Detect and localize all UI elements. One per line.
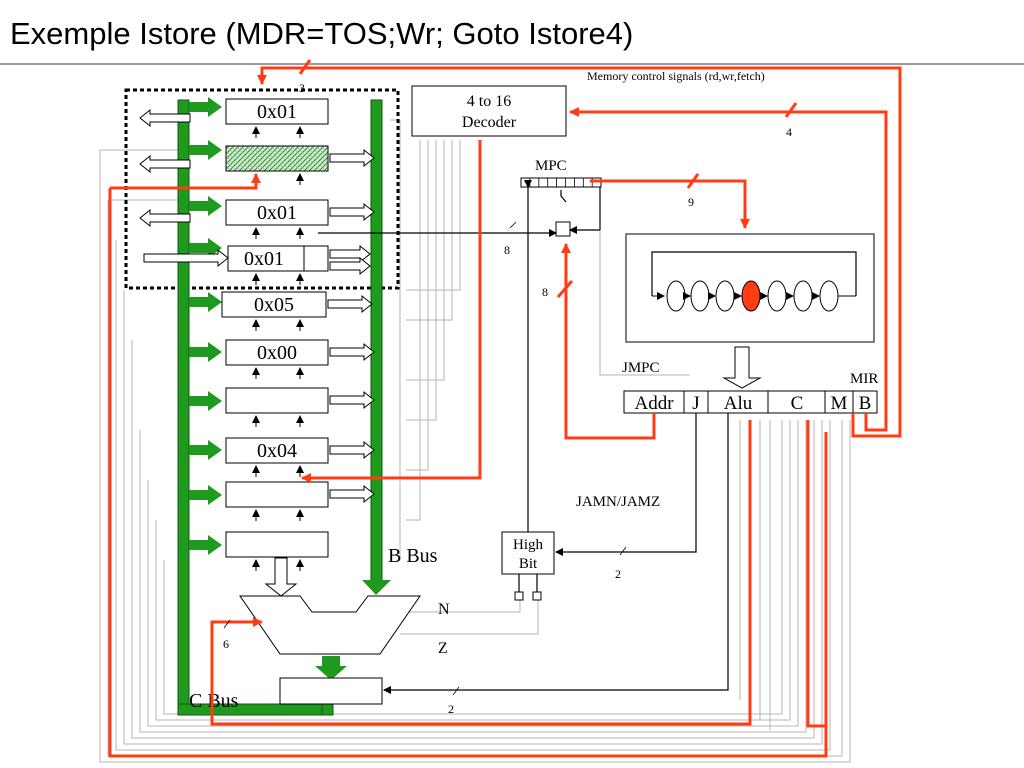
memory-out-arrow [139, 208, 191, 228]
current-microinstruction [741, 280, 761, 312]
c-bus-arrow [189, 97, 222, 117]
c-bus-arrow [189, 196, 222, 216]
register [225, 387, 375, 427]
register: 0x01 [139, 98, 329, 138]
microinstruction [793, 280, 813, 312]
b-bus-out-arrow [329, 256, 371, 276]
control-wires [99, 119, 851, 763]
alu: N Z [239, 557, 450, 680]
width-high-bit: 2 [615, 567, 621, 581]
mir-field-c: C [791, 393, 804, 414]
register-box [225, 145, 329, 172]
z-flag-label: Z [438, 640, 448, 657]
mir-field-alu: Alu [724, 393, 753, 414]
register-value: 0x00 [257, 342, 297, 364]
b-bus-out-arrow [329, 244, 371, 264]
memory-in-arrow [143, 248, 229, 268]
c-bus-label: C Bus [189, 690, 239, 712]
register-split-box [303, 245, 329, 272]
memory-out-arrow [139, 108, 191, 128]
b-bus-out-arrow [327, 294, 373, 314]
high-bit-box: High Bit [501, 531, 555, 601]
register: 0x00 [225, 339, 375, 379]
high-bit-line2: Bit [519, 556, 538, 572]
microinstruction [690, 280, 710, 312]
mpc-register: MPC [520, 158, 602, 237]
register-value: 0x01 [257, 101, 297, 123]
register-box [225, 387, 329, 414]
b-bus-out-arrow [329, 390, 375, 410]
register-value: 0x04 [257, 440, 297, 462]
microinstruction [715, 280, 735, 312]
c-bus-arrow [189, 292, 222, 312]
c-bus-arrow [189, 238, 222, 258]
register: 0x05 [221, 291, 373, 331]
decoder-line1: 4 to 16 [467, 93, 511, 110]
register-box [225, 531, 329, 558]
slide-title: Exemple Istore (MDR=TOS;Wr; Goto Istore4… [10, 16, 634, 51]
b-bus [362, 99, 391, 595]
width-alu-ctrl: 6 [223, 637, 229, 651]
memory-out-arrow [139, 154, 191, 174]
b-bus-out-arrow [329, 342, 375, 362]
mir-label: MIR [850, 371, 878, 387]
register [139, 145, 375, 185]
register-value: 0x05 [254, 294, 294, 316]
memory-signals-label: Memory control signals (rd,wr,fetch) [587, 69, 765, 83]
register-box [225, 437, 329, 464]
register-box [225, 339, 329, 366]
register-box [221, 291, 327, 318]
c-bus-arrow [189, 535, 222, 555]
jmpc-label: JMPC [622, 360, 660, 376]
mir-field-m: M [831, 393, 848, 414]
microinstruction [666, 280, 686, 312]
n-flag-label: N [438, 601, 450, 618]
high-bit-line1: High [513, 537, 544, 553]
width-shifter: 2 [448, 702, 454, 716]
register: 0x04 [225, 437, 375, 477]
b-bus-out-arrow [329, 440, 375, 460]
b-bus-out-arrow [329, 484, 375, 504]
register [225, 531, 329, 571]
register-value: 0x01 [257, 202, 297, 224]
c-bus-arrow [189, 485, 222, 505]
microinstruction [819, 280, 839, 312]
shifter [279, 677, 383, 705]
width-addr-mpc: 8 [542, 285, 548, 299]
b-bus-out-arrow [329, 202, 375, 222]
c-bus-arrow [189, 391, 222, 411]
register-box [225, 98, 329, 125]
b-bus-label: B Bus [388, 545, 438, 567]
register: 0x01 [139, 199, 375, 239]
register-file: 0x01 0x01 0x01 0x05 0x00 0x04 [139, 98, 375, 571]
b-bus-out-arrow [329, 148, 375, 168]
register [225, 481, 375, 521]
decoder: 4 to 16 Decoder [411, 85, 567, 137]
mir-field-addr: Addr [634, 393, 674, 414]
c-bus-arrow [189, 342, 222, 362]
c-bus-arrow [189, 440, 222, 460]
mir-field-j: J [692, 393, 699, 414]
jamn-jamz-label: JAMN/JAMZ [576, 494, 660, 510]
width-top: 3 [299, 81, 305, 95]
width-mpc-store: 9 [688, 195, 694, 209]
mir-field-b: B [859, 393, 872, 414]
microinstruction [767, 280, 787, 312]
width-b-mpc: 8 [504, 243, 510, 257]
mir: MIR Addr J Alu C M B JMPC [622, 360, 878, 414]
register-value: 0x01 [244, 248, 284, 270]
register-box [225, 481, 329, 508]
c-bus-arrows [189, 97, 222, 555]
mpc-label: MPC [535, 158, 567, 174]
register-box [225, 199, 329, 226]
black-wires [318, 180, 729, 694]
red-wires [108, 59, 902, 758]
decoder-line2: Decoder [462, 114, 517, 131]
width-decoder: 4 [786, 125, 792, 139]
control-store [625, 233, 875, 389]
title-divider [0, 63, 1024, 65]
register: 0x01 [143, 244, 371, 285]
c-bus-arrow [189, 140, 222, 160]
